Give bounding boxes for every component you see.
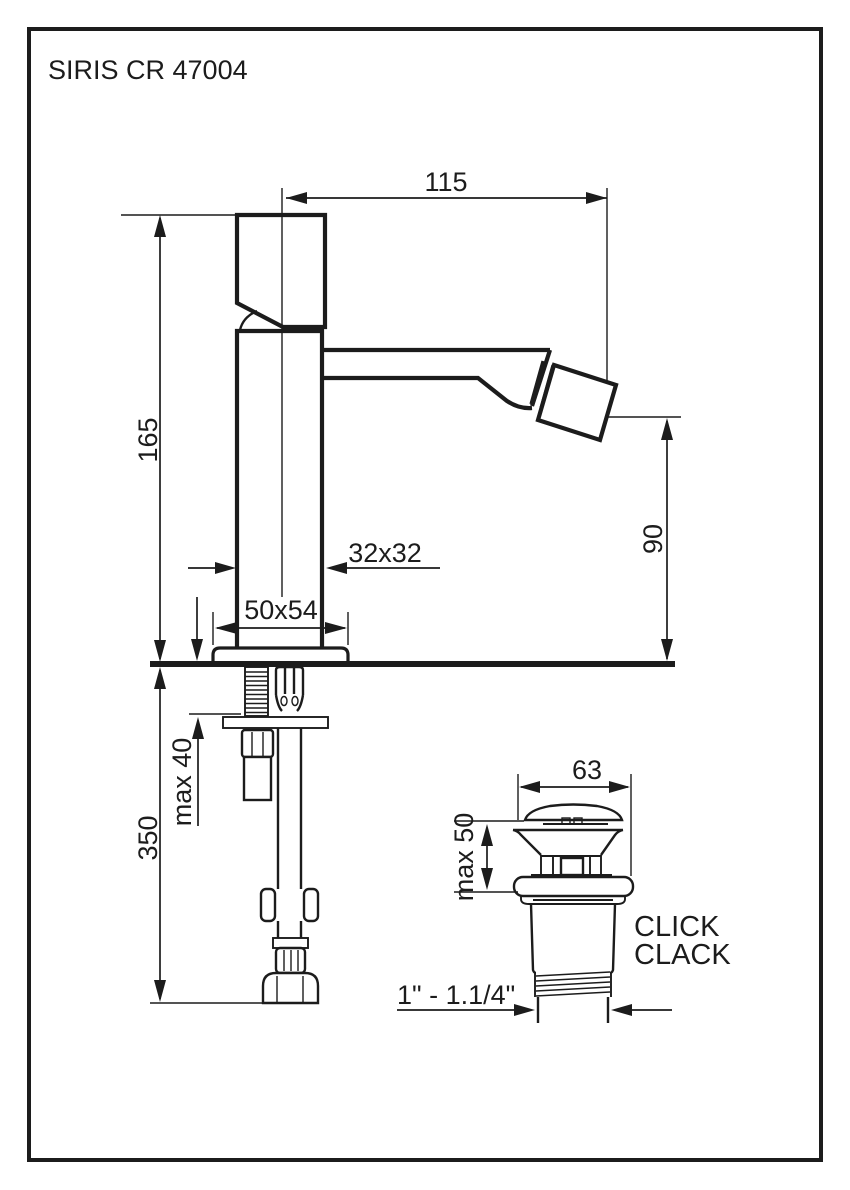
hose-top-fitting bbox=[274, 665, 305, 712]
dim-total-height: 165 bbox=[121, 214, 236, 662]
base-plate bbox=[211, 646, 350, 665]
drawing-border bbox=[27, 27, 823, 1162]
arrowhead-right bbox=[326, 562, 347, 574]
dim-spout-reach-label: 115 bbox=[424, 167, 467, 197]
under-counter-assembly bbox=[222, 665, 329, 1005]
dim-supply-length-label: 350 bbox=[133, 815, 163, 860]
waste-cap-notch-left bbox=[561, 817, 571, 825]
extension-lines bbox=[454, 820, 524, 893]
hose-spool-ridges bbox=[283, 950, 299, 971]
hose-fitting-ring-right bbox=[291, 695, 299, 707]
extension-lines bbox=[517, 774, 632, 876]
arrowhead-right bbox=[586, 192, 607, 204]
dim-base-section: 50x54 bbox=[212, 595, 349, 645]
dim-waste-max: max 50 bbox=[449, 813, 524, 902]
dim-waste-cap-label: 63 bbox=[572, 755, 602, 785]
arrowhead-right bbox=[325, 622, 347, 634]
spout-bottom-edge bbox=[322, 375, 533, 411]
waste-neck bbox=[529, 903, 617, 975]
fixing-nut-body bbox=[242, 755, 273, 802]
arrowhead-bottom bbox=[481, 868, 493, 890]
waste-thread-edges bbox=[534, 973, 612, 997]
handle-lever-arc bbox=[238, 309, 258, 331]
dim-body-section: 32x32 bbox=[188, 538, 440, 574]
dim-waste-thread-label: 1" - 1.1/4" bbox=[397, 980, 515, 1010]
arrowhead-top bbox=[661, 418, 673, 440]
aerator bbox=[535, 362, 619, 443]
dim-spout-reach: 115 bbox=[286, 167, 608, 384]
extension-lines bbox=[212, 612, 349, 645]
arrowhead-up bbox=[192, 717, 204, 739]
waste-cap-notch-right bbox=[573, 817, 583, 825]
dim-supply-length: 350 bbox=[133, 667, 264, 1004]
dim-spout-height-label: 90 bbox=[638, 524, 668, 554]
waste-type-label: CLICK CLACK bbox=[634, 911, 731, 971]
dim-waste-cap: 63 bbox=[517, 755, 632, 876]
arrowhead-left bbox=[514, 1004, 535, 1016]
mounting-stud-threads bbox=[245, 671, 268, 714]
fixing-nut bbox=[240, 728, 275, 759]
waste-thread-lines bbox=[535, 971, 611, 997]
dim-max-counter-label: max 40 bbox=[167, 738, 197, 827]
hose-end-nut bbox=[261, 971, 320, 1005]
dim-max-counter: max 40 bbox=[167, 597, 241, 826]
waste-drain-assembly bbox=[512, 803, 635, 1023]
arrowhead-bottom bbox=[661, 639, 673, 661]
waste-type-line2: CLACK bbox=[634, 939, 731, 971]
washer-plate bbox=[222, 716, 329, 729]
hose-tab-left bbox=[259, 887, 277, 923]
arrowhead-down bbox=[191, 639, 203, 661]
waste-funnel bbox=[512, 828, 624, 856]
supply-hose bbox=[276, 728, 303, 938]
hose-tab-right bbox=[302, 887, 320, 923]
faucet-side-view bbox=[211, 212, 619, 665]
waste-type-line1: CLICK bbox=[634, 911, 720, 943]
arrowhead-left bbox=[215, 622, 237, 634]
dim-total-height-label: 165 bbox=[133, 417, 163, 462]
fixing-nut-facets bbox=[251, 732, 264, 757]
waste-flange bbox=[512, 875, 635, 898]
arrowhead-right bbox=[609, 781, 630, 793]
arrowhead-bottom bbox=[154, 640, 166, 662]
hose-crimp-band bbox=[272, 937, 309, 949]
hose-fitting-ring-left bbox=[280, 695, 288, 707]
waste-flange-lip bbox=[520, 896, 626, 905]
arrowhead-top bbox=[154, 215, 166, 237]
dim-waste-max-label: max 50 bbox=[449, 813, 479, 902]
spout-end-face bbox=[530, 349, 552, 407]
dim-waste-thread: 1" - 1.1/4" bbox=[397, 980, 672, 1016]
arrowhead-bottom bbox=[154, 980, 166, 1002]
hose-end-nut-facets bbox=[276, 976, 304, 1003]
faucet-body bbox=[234, 328, 325, 648]
dim-spout-height: 90 bbox=[607, 416, 681, 661]
arrowhead-left bbox=[519, 781, 540, 793]
waste-tailpipe bbox=[536, 997, 610, 1023]
dim-base-section-label: 50x54 bbox=[244, 595, 318, 625]
dim-body-section-label: 32x32 bbox=[348, 538, 422, 568]
arrowhead-left bbox=[286, 192, 307, 204]
faucet-handle bbox=[234, 212, 328, 330]
waste-push-rod bbox=[559, 856, 585, 877]
arrowhead-top bbox=[154, 667, 166, 689]
arrowhead-left bbox=[215, 562, 236, 574]
arrowhead-top bbox=[481, 824, 493, 846]
product-title: SIRIS CR 47004 bbox=[48, 55, 248, 85]
arrowhead-right bbox=[611, 1004, 632, 1016]
waste-cap-dome bbox=[523, 803, 624, 822]
waste-mid-section bbox=[531, 855, 612, 876]
